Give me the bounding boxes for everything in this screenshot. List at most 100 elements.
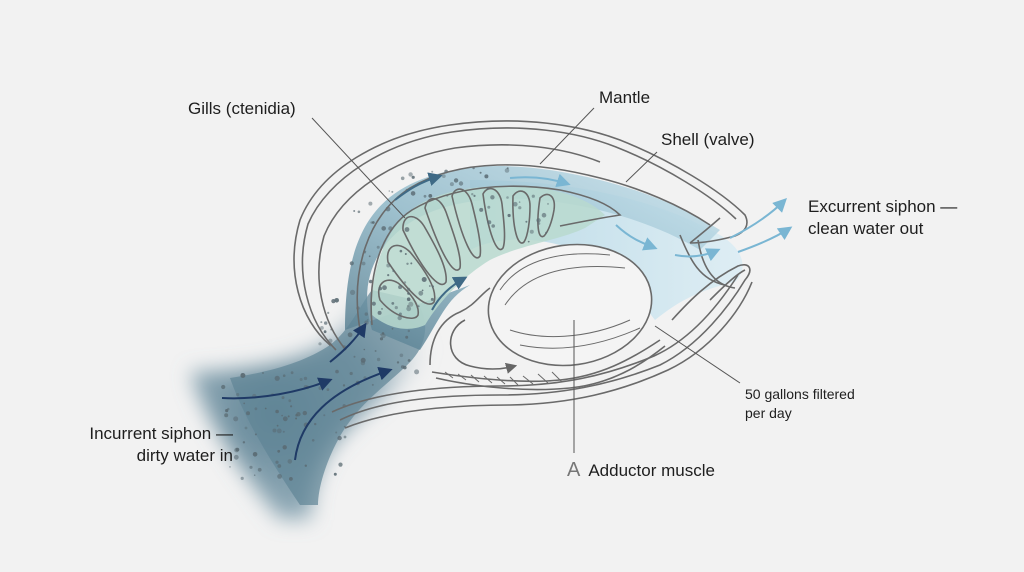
- particle: [382, 285, 387, 291]
- particle: [275, 460, 279, 464]
- particle: [252, 452, 258, 457]
- label-excurrent-siphon: Excurrent siphon — clean water out: [808, 196, 957, 240]
- particle: [235, 447, 240, 452]
- leader-lines: [311, 107, 741, 453]
- particle: [504, 168, 510, 173]
- particle: [518, 201, 521, 203]
- leader-filter-rate: [654, 325, 741, 384]
- adductor-text: Adductor muscle: [588, 461, 715, 480]
- particle: [370, 221, 373, 224]
- particle: [374, 350, 377, 352]
- particle: [428, 285, 431, 287]
- particle: [314, 422, 317, 426]
- particle: [391, 302, 395, 305]
- particle: [282, 374, 286, 378]
- particle: [513, 201, 518, 207]
- particle: [525, 220, 528, 223]
- particle: [394, 306, 398, 310]
- particle: [376, 357, 381, 362]
- particle: [406, 262, 409, 265]
- particle: [338, 462, 343, 467]
- particle: [378, 286, 383, 291]
- particle: [288, 399, 292, 403]
- particle: [453, 178, 459, 183]
- particle: [449, 182, 454, 187]
- particle: [403, 365, 407, 370]
- particle: [430, 297, 434, 301]
- particle: [406, 287, 411, 292]
- particle: [277, 449, 281, 453]
- particle: [264, 407, 267, 410]
- particle: [350, 289, 356, 295]
- particle: [342, 384, 346, 387]
- particle: [531, 194, 535, 198]
- particle: [404, 253, 407, 255]
- particle: [303, 376, 308, 381]
- particle: [491, 224, 496, 228]
- internal-flow-arrow-icon: [449, 319, 518, 374]
- particle: [368, 279, 373, 284]
- particle: [361, 261, 366, 266]
- label-shell: Shell (valve): [661, 130, 755, 149]
- particle: [506, 167, 509, 170]
- particle: [233, 416, 239, 422]
- label-filter-rate: 50 gallons filtered per day: [745, 385, 855, 423]
- particle: [274, 375, 280, 381]
- particle: [320, 321, 323, 324]
- particle: [396, 361, 400, 364]
- particle: [299, 378, 303, 381]
- particle: [282, 416, 288, 422]
- particle: [281, 396, 285, 400]
- particle: [290, 405, 293, 408]
- filter-rate-line-1: 50 gallons filtered: [745, 386, 855, 402]
- particle: [349, 261, 354, 266]
- particle: [403, 281, 407, 284]
- particle: [410, 191, 416, 196]
- particle: [399, 353, 404, 358]
- particle: [411, 175, 415, 179]
- particle: [392, 269, 395, 273]
- particle: [275, 409, 279, 414]
- particle: [547, 202, 549, 205]
- particle: [541, 212, 547, 218]
- particle: [388, 190, 391, 192]
- particle: [545, 231, 547, 234]
- particle: [363, 348, 366, 351]
- particle: [221, 384, 226, 390]
- particle: [431, 170, 434, 173]
- particle: [287, 415, 290, 418]
- arrow-inflow-icon: [221, 172, 468, 461]
- particle: [408, 172, 413, 177]
- particle: [287, 459, 293, 464]
- particle: [326, 388, 330, 391]
- particle: [471, 193, 474, 196]
- particle: [536, 218, 541, 223]
- particle: [360, 357, 366, 363]
- particle: [479, 171, 482, 174]
- particle: [276, 428, 282, 434]
- particle: [398, 285, 403, 290]
- particle: [408, 301, 414, 307]
- particle: [518, 206, 522, 210]
- particle: [407, 359, 411, 362]
- particle: [364, 312, 368, 316]
- particle: [428, 194, 433, 198]
- particle: [368, 255, 371, 258]
- mantle-outline: [356, 164, 736, 331]
- particle: [417, 305, 420, 308]
- particle: [229, 466, 231, 468]
- particle: [323, 414, 326, 417]
- particle: [458, 181, 464, 186]
- particle: [225, 409, 229, 413]
- particle: [335, 431, 338, 434]
- particle: [431, 285, 434, 288]
- particle: [506, 196, 509, 199]
- particle: [479, 207, 484, 212]
- particle: [391, 327, 394, 330]
- particle: [398, 312, 402, 316]
- adductor-muscle: [487, 243, 653, 367]
- particle: [323, 330, 327, 334]
- particle: [400, 176, 405, 181]
